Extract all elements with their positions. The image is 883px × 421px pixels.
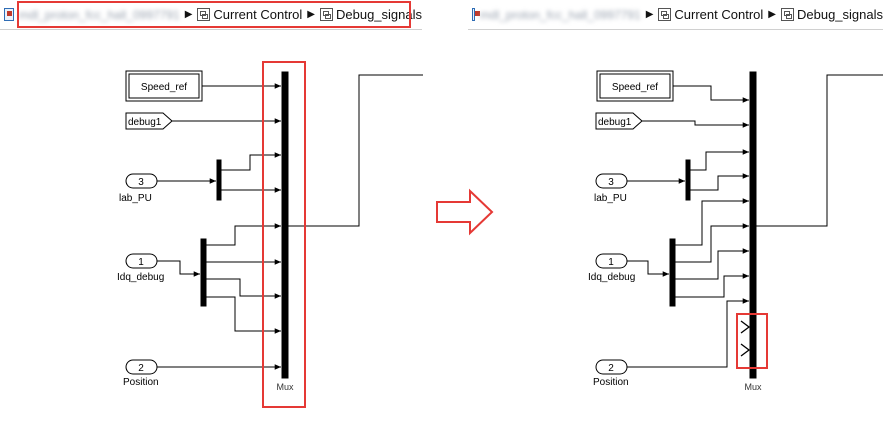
breadcrumb-separator-icon: ▶ bbox=[645, 9, 654, 20]
debug1-label: debug1 bbox=[598, 117, 632, 128]
demux-bar[interactable] bbox=[669, 238, 676, 307]
signal-line[interactable] bbox=[675, 273, 749, 298]
subsystem-icon bbox=[319, 8, 333, 21]
speed-ref-label: Speed_ref bbox=[141, 82, 187, 93]
signal-line[interactable] bbox=[627, 298, 749, 368]
signal-line[interactable] bbox=[675, 223, 749, 263]
breadcrumb-item-current-control[interactable]: Current Control bbox=[658, 7, 763, 22]
transition-arrow-icon bbox=[436, 188, 494, 236]
debug1-label: debug1 bbox=[128, 117, 162, 128]
breadcrumb-bar-before: mdl_proton_fcc_hall_0997791 ▶ Current Co… bbox=[0, 0, 422, 30]
breadcrumb-separator-icon: ▶ bbox=[307, 9, 315, 20]
mux-bar[interactable] bbox=[749, 71, 757, 379]
subsystem-icon bbox=[658, 8, 672, 21]
inport-position[interactable]: 2 Position bbox=[593, 359, 629, 388]
inport-name: Position bbox=[123, 377, 159, 388]
breadcrumb-label: Debug_signals bbox=[335, 7, 422, 22]
signal-line[interactable] bbox=[673, 85, 749, 103]
demux-bar[interactable] bbox=[200, 238, 207, 307]
inport-lab-pu[interactable]: 3 lab_PU bbox=[594, 173, 628, 204]
inport-position[interactable]: 2 Position bbox=[123, 359, 159, 388]
breadcrumb-label: Debug_signals bbox=[796, 7, 883, 22]
diagram-before: Speed_ref debug1 3 lab_PU 1 Idq_debug 2 … bbox=[117, 70, 423, 392]
signal-line[interactable] bbox=[675, 248, 749, 280]
output-line[interactable] bbox=[756, 74, 883, 227]
breadcrumb-item-debug-signals[interactable]: Debug_signals bbox=[319, 7, 422, 22]
mux-bar[interactable] bbox=[281, 71, 289, 379]
model-name[interactable]: mdl_proton_fcc_hall_0997791 bbox=[18, 7, 180, 22]
inport-name: lab_PU bbox=[594, 193, 627, 204]
demux-bar[interactable] bbox=[216, 159, 222, 201]
breadcrumb-item-current-control[interactable]: Current Control bbox=[197, 7, 302, 22]
inport-name: Position bbox=[593, 377, 629, 388]
speed-ref-label: Speed_ref bbox=[612, 82, 658, 93]
unconnected-port-icon[interactable] bbox=[740, 320, 751, 334]
signal-line[interactable] bbox=[627, 260, 669, 277]
signal-line[interactable] bbox=[221, 152, 281, 171]
mux-label: Mux bbox=[744, 382, 762, 392]
signal-line[interactable] bbox=[690, 149, 749, 171]
signal-line[interactable] bbox=[157, 260, 200, 277]
mux-label: Mux bbox=[276, 382, 294, 392]
model-icon[interactable] bbox=[4, 8, 14, 21]
diagram-after: Speed_ref debug1 3 lab_PU 1 Idq_debug 2 … bbox=[588, 70, 883, 392]
inport-name: lab_PU bbox=[119, 193, 152, 204]
breadcrumb-label: Current Control bbox=[213, 7, 303, 22]
inport-idq-debug[interactable]: 1 Idq_debug bbox=[588, 253, 635, 283]
signal-line[interactable] bbox=[642, 120, 749, 128]
inport-number: 2 bbox=[138, 363, 144, 374]
signal-line[interactable] bbox=[206, 296, 281, 334]
inport-lab-pu[interactable]: 3 lab_PU bbox=[119, 173, 158, 204]
inport-number: 3 bbox=[138, 177, 144, 188]
inport-name: Idq_debug bbox=[588, 272, 635, 283]
model-name[interactable]: mdl_proton_fcc_hall_0997791 bbox=[479, 7, 641, 22]
unconnected-port-icon[interactable] bbox=[740, 343, 751, 357]
speed-ref-block[interactable]: Speed_ref bbox=[125, 70, 203, 102]
inport-number: 3 bbox=[608, 177, 614, 188]
inport-name: Idq_debug bbox=[117, 272, 164, 283]
demux-bar[interactable] bbox=[685, 159, 691, 201]
inport-number: 1 bbox=[608, 257, 614, 268]
inport-number: 2 bbox=[608, 363, 614, 374]
speed-ref-block[interactable]: Speed_ref bbox=[596, 70, 674, 102]
model-icon[interactable] bbox=[472, 8, 480, 21]
breadcrumb-label: Current Control bbox=[674, 7, 764, 22]
output-line[interactable] bbox=[288, 74, 423, 227]
inport-number: 1 bbox=[138, 257, 144, 268]
signal-line[interactable] bbox=[690, 173, 749, 191]
inport-idq-debug[interactable]: 1 Idq_debug bbox=[117, 253, 164, 283]
breadcrumb-bar-after: mdl_proton_fcc_hall_0997791 ▶ Current Co… bbox=[468, 0, 883, 30]
signal-line[interactable] bbox=[206, 278, 281, 299]
breadcrumb-separator-icon: ▶ bbox=[768, 9, 776, 20]
subsystem-icon bbox=[780, 8, 794, 21]
breadcrumb-item-debug-signals[interactable]: Debug_signals bbox=[780, 7, 883, 22]
subsystem-icon bbox=[197, 8, 211, 21]
signal-line[interactable] bbox=[206, 223, 281, 246]
debug1-block[interactable]: debug1 bbox=[595, 112, 643, 130]
signal-line[interactable] bbox=[675, 198, 749, 246]
debug1-block[interactable]: debug1 bbox=[125, 112, 173, 130]
breadcrumb-separator-icon: ▶ bbox=[184, 9, 193, 20]
